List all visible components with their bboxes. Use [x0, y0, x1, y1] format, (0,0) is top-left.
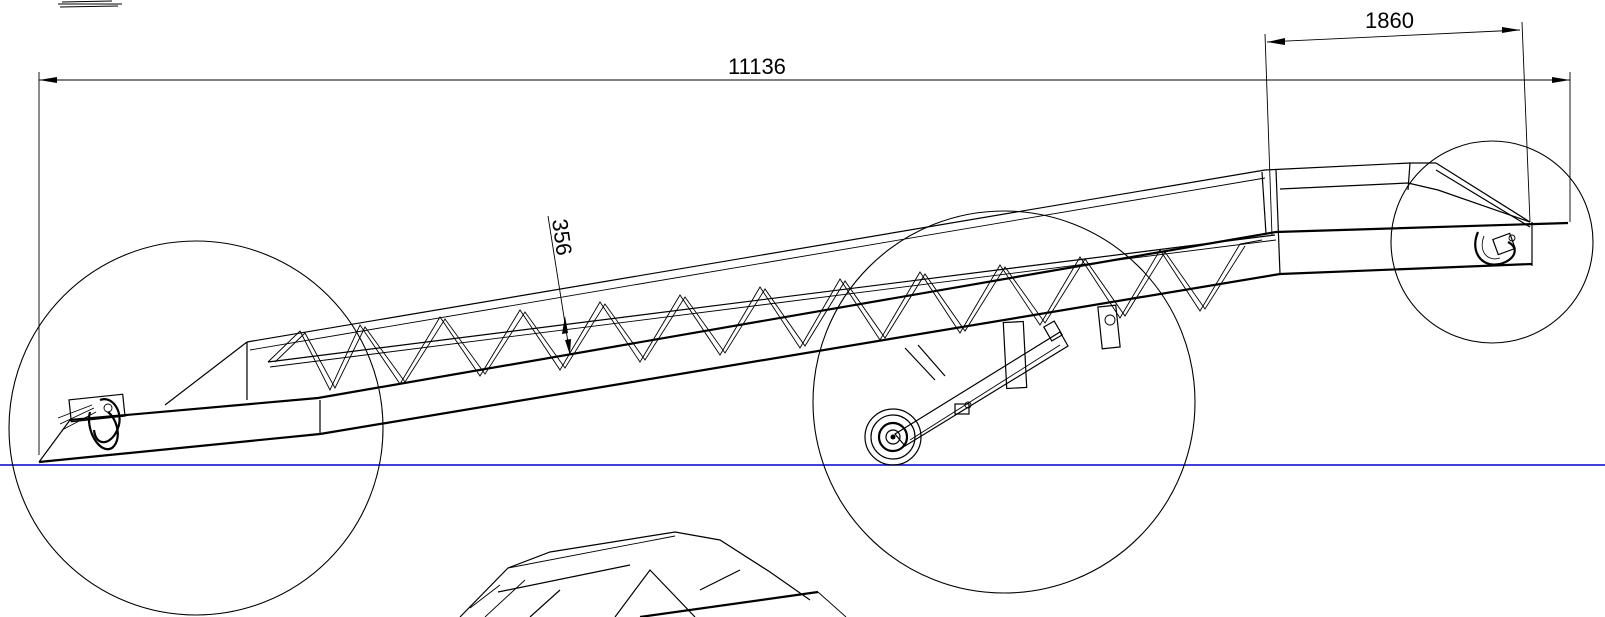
detail-circle-right: [1390, 140, 1594, 344]
ramp-frame: [38, 162, 1569, 464]
dimension-truss-height: 356: [547, 215, 577, 356]
detail-circle-left: [8, 240, 384, 616]
dimension-end-segment-label: 1860: [1365, 8, 1414, 33]
chain-hook-left: [57, 393, 126, 451]
dimension-overall-length-label: 11136: [728, 54, 786, 79]
corner-mark: [58, 0, 122, 8]
detail-circle-middle: [812, 210, 1196, 594]
partial-detail-view: [459, 531, 847, 617]
wheel: [864, 408, 922, 466]
chain-hook-right: [1474, 231, 1516, 266]
dimension-truss-height-label: 356: [547, 217, 577, 257]
dimension-overall-length: 11136: [38, 54, 1571, 455]
dimension-end-segment: 1860: [1264, 8, 1531, 237]
support-leg-assembly: [894, 304, 1121, 447]
